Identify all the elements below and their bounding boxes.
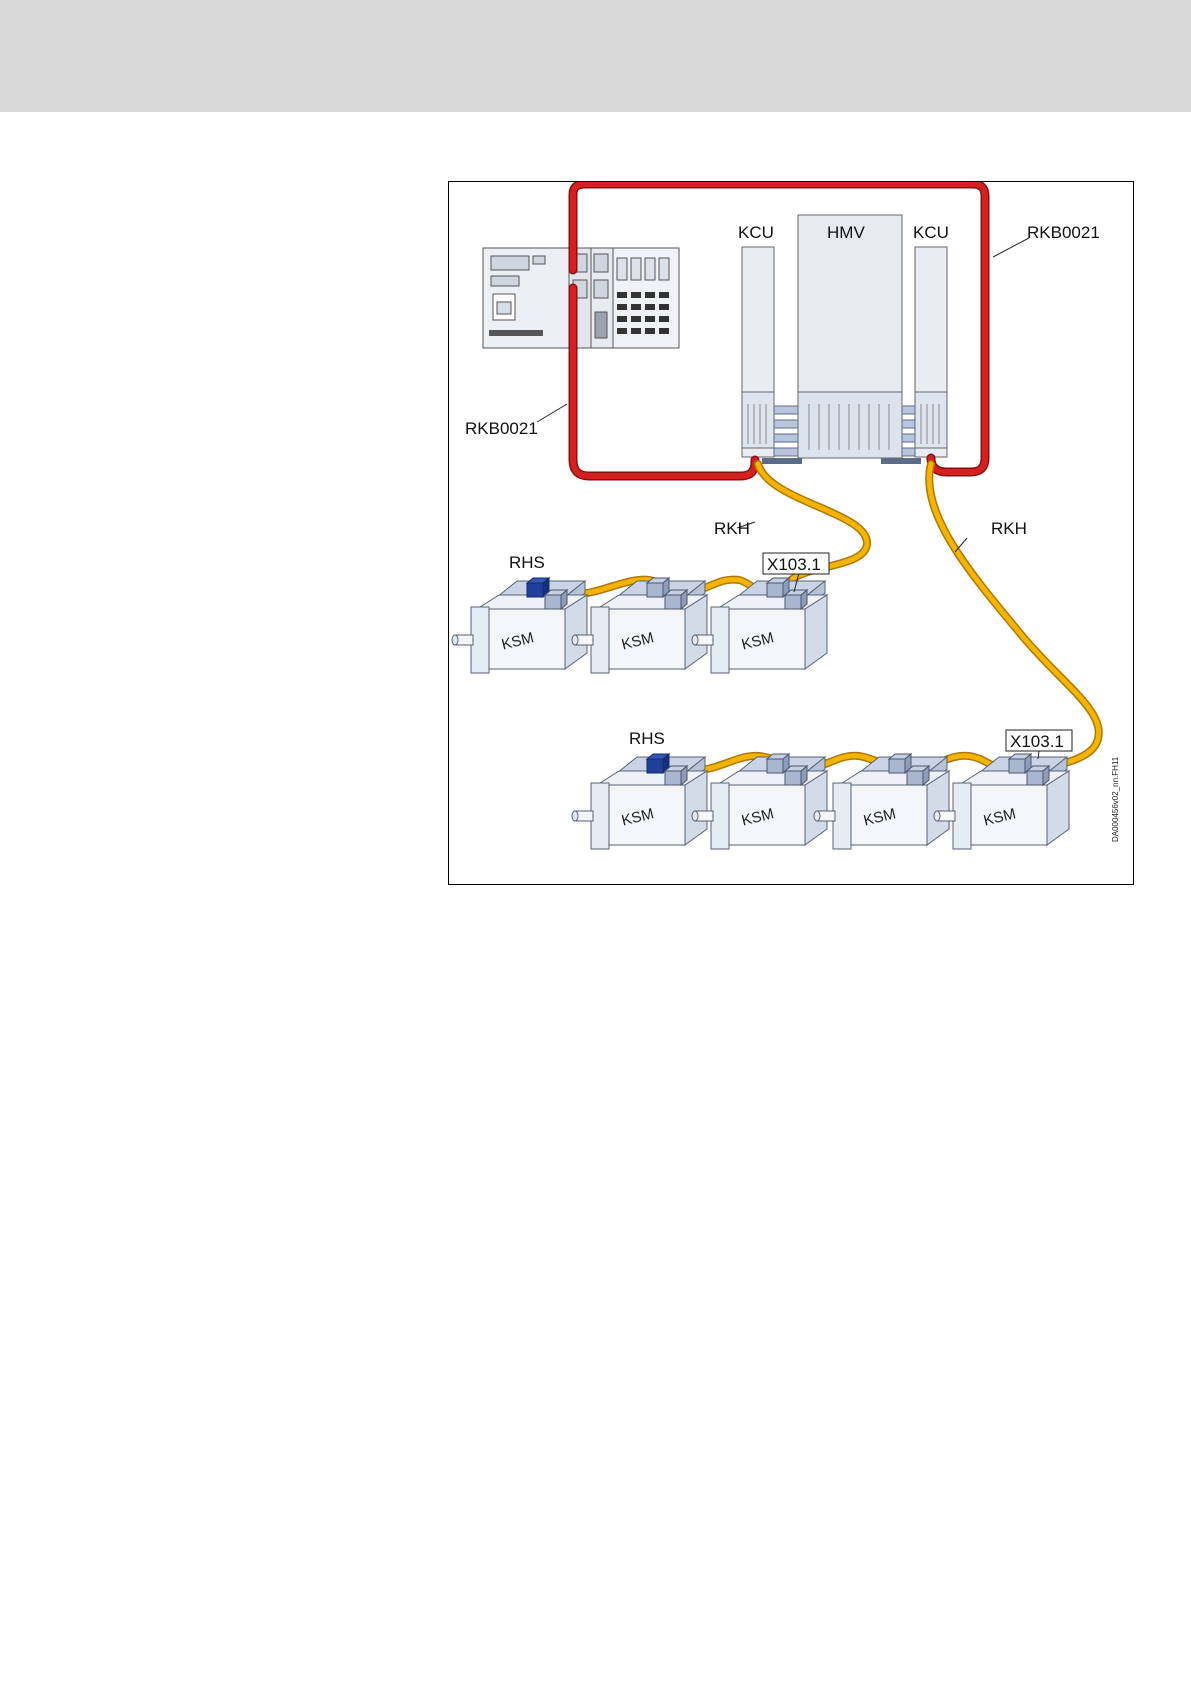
system-diagram-figure: KSM KSM KSM KSM KSM KSM: [448, 181, 1134, 885]
x103-top-label: X103.1: [767, 555, 821, 574]
rhs-top-label: RHS: [509, 553, 545, 572]
drive-system-illustration: [742, 215, 947, 464]
connector-icon: [545, 590, 567, 609]
rkb-left-label: RKB0021: [465, 419, 538, 438]
motor-row-top: KSM KSM KSM: [452, 578, 827, 673]
motor-row-bottom: KSM KSM KSM KSM: [572, 754, 1069, 849]
page-header-band: [0, 0, 1191, 112]
rkh-right-label: RKH: [991, 519, 1027, 538]
document-id-label: DA000456v02_nn.FH11: [1111, 756, 1120, 842]
connector-icon: [785, 590, 807, 609]
hmv-label: HMV: [827, 223, 865, 242]
connector-icon: [785, 766, 807, 785]
rkh-left-label: RKH: [714, 519, 750, 538]
connector-icon: [665, 590, 687, 609]
connector-icon: [907, 766, 929, 785]
control-unit-illustration: [483, 248, 679, 348]
kcu-right-label: KCU: [913, 223, 949, 242]
x103-bottom-label: X103.1: [1010, 732, 1064, 751]
connector-icon: [665, 766, 687, 785]
rhs-bottom-label: RHS: [629, 729, 665, 748]
connector-icon: [1027, 766, 1049, 785]
rkb-right-label: RKB0021: [1027, 223, 1100, 242]
kcu-left-label: KCU: [738, 223, 774, 242]
